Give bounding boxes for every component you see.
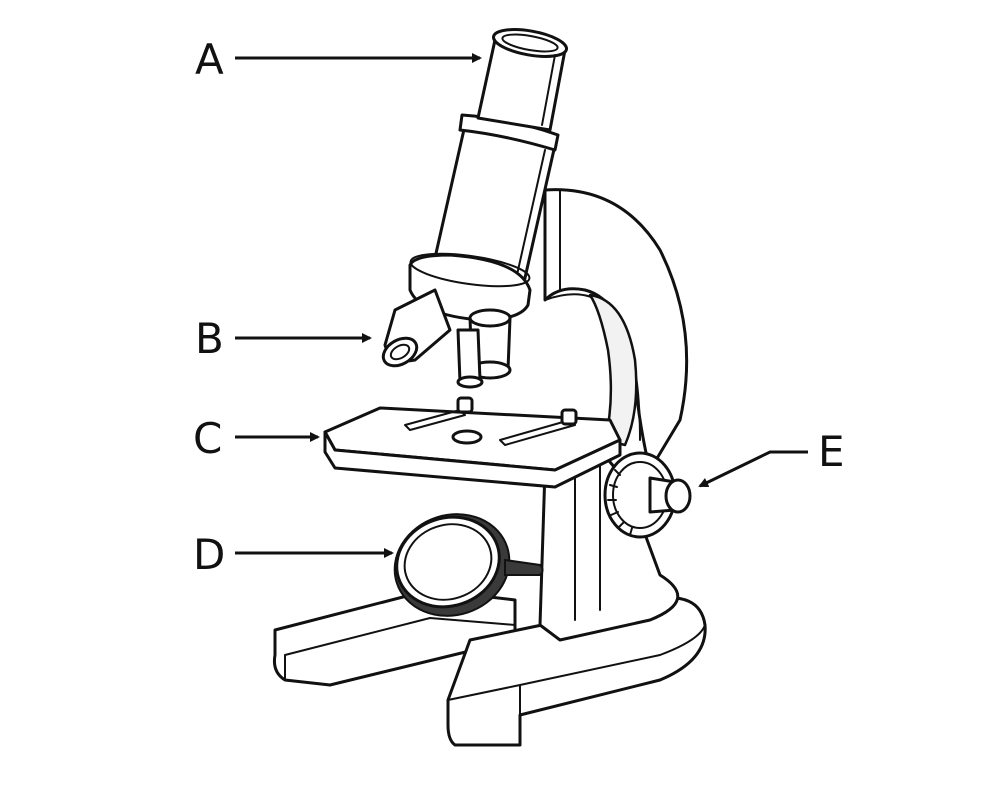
stage — [323, 396, 622, 489]
focus-knob — [603, 451, 692, 539]
label-b-group: B — [195, 314, 372, 363]
label-b: B — [195, 314, 224, 363]
microscope-base — [273, 448, 707, 747]
label-a-group: A — [195, 35, 482, 84]
label-c-group: C — [193, 414, 320, 463]
label-e: E — [818, 427, 845, 476]
label-d-group: D — [193, 530, 394, 579]
mirror — [393, 513, 544, 617]
label-a: A — [195, 35, 224, 84]
microscope-arm — [543, 188, 689, 472]
eyepiece — [476, 28, 568, 132]
pointer-arrow-e — [698, 450, 808, 488]
label-d: D — [193, 530, 225, 579]
objective-lenses — [381, 288, 512, 389]
label-c: C — [193, 414, 222, 463]
label-e-group: E — [698, 427, 845, 488]
